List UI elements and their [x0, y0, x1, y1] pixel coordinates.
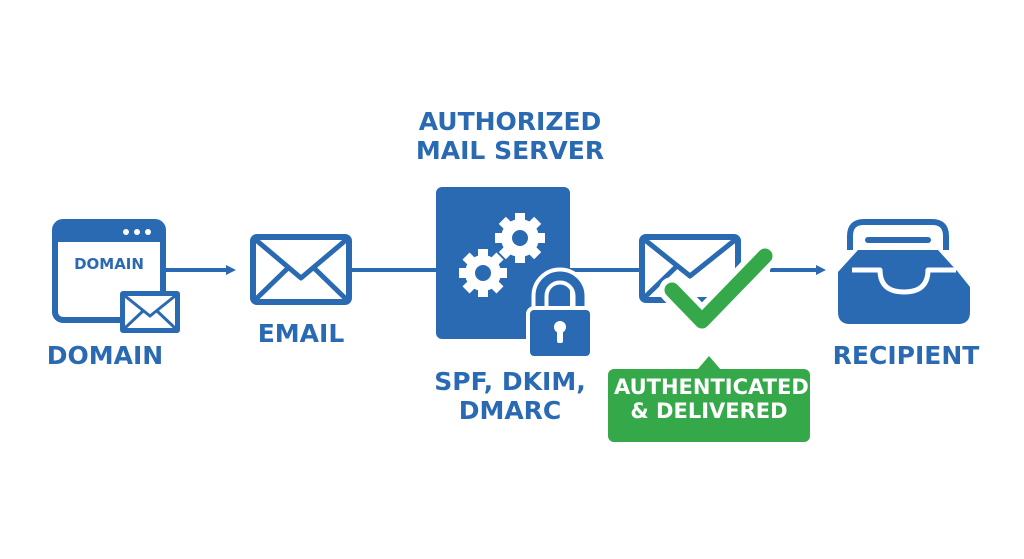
checkmark-icon [659, 243, 778, 334]
mail-server-title: AUTHORIZED MAIL SERVER [415, 107, 605, 165]
padlock-icon [526, 267, 594, 360]
envelope-icon [250, 234, 352, 305]
inbox-tray-icon [838, 219, 970, 324]
email-label: EMAIL [257, 319, 345, 348]
small-envelope-icon [120, 291, 180, 333]
domain-window-text: DOMAIN [74, 255, 144, 273]
status-callout [608, 356, 810, 442]
protocols-label: SPF, DKIM, DMARC [434, 367, 586, 425]
gears-icon [459, 213, 545, 297]
status-badge: AUTHENTICATED & DELIVERED [614, 375, 809, 424]
recipient-label: RECIPIENT [832, 341, 980, 370]
domain-label: DOMAIN [46, 341, 164, 370]
